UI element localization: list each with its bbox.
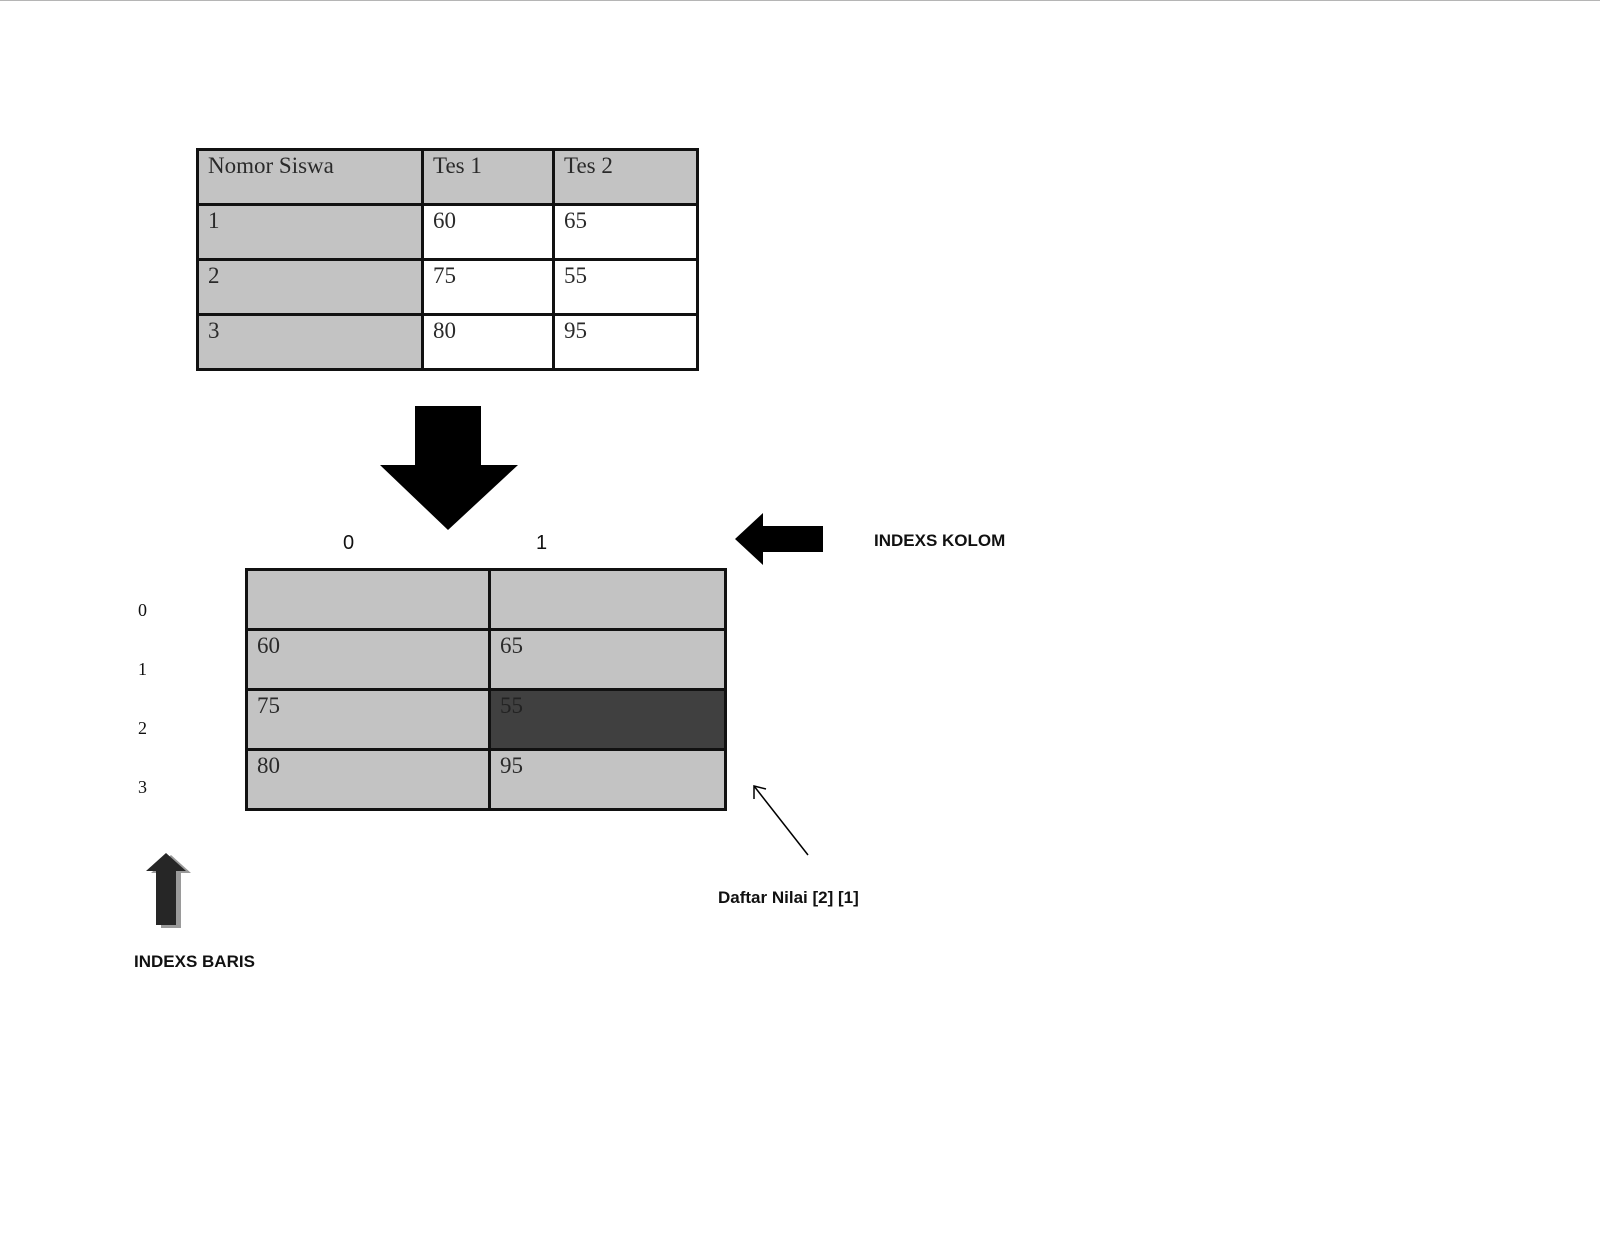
highlighted-array-cell: 55 <box>488 688 727 751</box>
source-cell: 1 <box>196 203 424 261</box>
array-table: 60 65 75 55 80 95 <box>245 568 727 811</box>
array-row: 75 55 <box>245 688 727 751</box>
row-index-caption: INDEXS BARIS <box>134 952 255 971</box>
source-row: 2 75 55 <box>196 258 699 316</box>
top-rule <box>0 0 1600 1</box>
left-arrow-icon <box>735 513 823 565</box>
source-cell: 3 <box>196 313 424 371</box>
column-index-label: 0 <box>343 532 355 554</box>
source-header-cell: Tes 2 <box>552 148 699 206</box>
array-cell: 80 <box>245 748 491 811</box>
source-table: Nomor Siswa Tes 1 Tes 2 1 60 65 2 75 55 … <box>196 148 699 371</box>
pointer-arrow-icon <box>753 785 809 856</box>
source-cell: 75 <box>421 258 555 316</box>
array-cell: 95 <box>488 748 727 811</box>
column-index-label: 1 <box>536 532 548 554</box>
source-header-cell: Nomor Siswa <box>196 148 424 206</box>
row-index-label: 1 <box>138 659 147 679</box>
array-cell: 65 <box>488 628 727 691</box>
source-cell: 2 <box>196 258 424 316</box>
source-row: 3 80 95 <box>196 313 699 371</box>
source-cell: 60 <box>421 203 555 261</box>
element-reference-caption: Daftar Nilai [2] [1] <box>718 888 859 907</box>
row-index-label: 2 <box>138 718 147 738</box>
array-cell: 75 <box>245 688 491 751</box>
down-arrow-icon <box>380 406 518 530</box>
array-row: 80 95 <box>245 748 727 811</box>
row-index-label: 3 <box>138 777 147 797</box>
array-row: 60 65 <box>245 628 727 691</box>
source-cell: 65 <box>552 203 699 261</box>
source-cell: 55 <box>552 258 699 316</box>
source-header-cell: Tes 1 <box>421 148 555 206</box>
array-cell <box>488 568 727 631</box>
array-cell <box>245 568 491 631</box>
source-cell: 95 <box>552 313 699 371</box>
source-row: 1 60 65 <box>196 203 699 261</box>
source-cell: 80 <box>421 313 555 371</box>
row-index-label: 0 <box>138 600 147 620</box>
array-row <box>245 568 727 631</box>
array-cell: 60 <box>245 628 491 691</box>
source-header-row: Nomor Siswa Tes 1 Tes 2 <box>196 148 699 206</box>
up-arrow-icon <box>146 853 191 928</box>
column-index-caption: INDEXS KOLOM <box>874 531 1006 550</box>
